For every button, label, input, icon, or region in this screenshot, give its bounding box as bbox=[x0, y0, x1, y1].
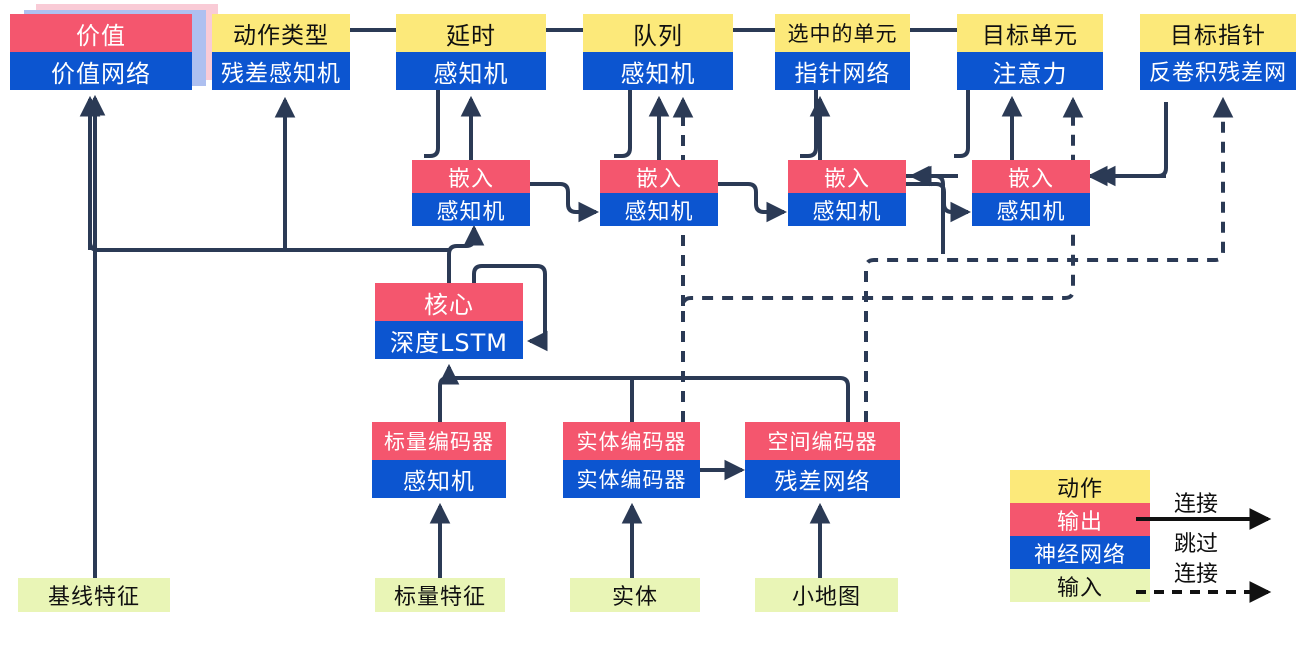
node-delay-action: 延时 bbox=[396, 14, 546, 52]
node-scalar-encoder[interactable]: 标量编码器 感知机 bbox=[372, 422, 506, 498]
node-queue-network: 感知机 bbox=[583, 52, 733, 90]
dashed-skip-edges bbox=[672, 96, 1234, 422]
legend-skip-label-line2: 连接 bbox=[1173, 562, 1219, 587]
legend-connection-label: 连接 bbox=[1173, 492, 1219, 517]
node-target-unit[interactable]: 目标单元 注意力 bbox=[957, 14, 1103, 90]
node-target-point-action: 目标指针 bbox=[1140, 14, 1296, 52]
node-target-unit-action: 目标单元 bbox=[957, 14, 1103, 52]
node-entity-encoder-bottom: 实体编码器 bbox=[563, 460, 700, 498]
node-embed-2[interactable]: 嵌入 感知机 bbox=[600, 160, 718, 226]
node-spatial-encoder[interactable]: 空间编码器 残差网络 bbox=[745, 422, 900, 498]
node-embed-4-top: 嵌入 bbox=[972, 160, 1090, 193]
node-selected-units-action: 选中的单元 bbox=[775, 14, 910, 52]
node-delay[interactable]: 延时 感知机 bbox=[396, 14, 546, 90]
node-queue[interactable]: 队列 感知机 bbox=[583, 14, 733, 90]
node-core[interactable]: 核心 深度LSTM bbox=[375, 283, 523, 359]
legend-swatch-output: 输出 bbox=[1010, 503, 1150, 536]
node-action-type-action: 动作类型 bbox=[212, 14, 350, 52]
node-value-action: 价值 bbox=[10, 14, 192, 52]
legend: 动作 输出 神经网络 输入 bbox=[1010, 470, 1150, 602]
node-embed-3-top: 嵌入 bbox=[788, 160, 906, 193]
node-value-network: 价值网络 bbox=[10, 52, 192, 90]
node-selected-units[interactable]: 选中的单元 指针网络 bbox=[775, 14, 910, 90]
node-core-bottom: 深度LSTM bbox=[375, 321, 523, 359]
node-embed-1[interactable]: 嵌入 感知机 bbox=[412, 160, 530, 226]
node-embed-1-bottom: 感知机 bbox=[412, 193, 530, 226]
legend-swatch-action: 动作 bbox=[1010, 470, 1150, 503]
legend-swatch-neural-network: 神经网络 bbox=[1010, 536, 1150, 569]
node-scalar-encoder-top: 标量编码器 bbox=[372, 422, 506, 460]
node-embed-2-top: 嵌入 bbox=[600, 160, 718, 193]
node-queue-action: 队列 bbox=[583, 14, 733, 52]
node-action-type-network: 残差感知机 bbox=[212, 52, 350, 90]
node-embed-3-bottom: 感知机 bbox=[788, 193, 906, 226]
node-embed-3[interactable]: 嵌入 感知机 bbox=[788, 160, 906, 226]
node-action-type[interactable]: 动作类型 残差感知机 bbox=[212, 14, 350, 90]
node-entity-encoder[interactable]: 实体编码器 实体编码器 bbox=[563, 422, 700, 498]
node-embed-4[interactable]: 嵌入 感知机 bbox=[972, 160, 1090, 226]
node-core-top: 核心 bbox=[375, 283, 523, 321]
node-target-unit-network: 注意力 bbox=[957, 52, 1103, 90]
node-delay-network: 感知机 bbox=[396, 52, 546, 90]
node-input-minimap[interactable]: 小地图 bbox=[755, 578, 898, 612]
node-spatial-encoder-top: 空间编码器 bbox=[745, 422, 900, 460]
node-target-point-network: 反卷积残差网 bbox=[1140, 52, 1296, 90]
node-embed-1-top: 嵌入 bbox=[412, 160, 530, 193]
node-value[interactable]: 价值 价值网络 bbox=[10, 14, 192, 90]
node-entity-encoder-top: 实体编码器 bbox=[563, 422, 700, 460]
node-target-point[interactable]: 目标指针 反卷积残差网 bbox=[1140, 14, 1296, 90]
node-input-entities[interactable]: 实体 bbox=[570, 578, 700, 612]
node-spatial-encoder-bottom: 残差网络 bbox=[745, 460, 900, 498]
legend-swatch-input: 输入 bbox=[1010, 569, 1150, 602]
node-scalar-encoder-bottom: 感知机 bbox=[372, 460, 506, 498]
legend-skip-label-line1: 跳过 bbox=[1173, 532, 1219, 557]
node-input-baseline-features[interactable]: 基线特征 bbox=[18, 578, 170, 612]
node-embed-4-bottom: 感知机 bbox=[972, 193, 1090, 226]
node-embed-2-bottom: 感知机 bbox=[600, 193, 718, 226]
node-selected-units-network: 指针网络 bbox=[775, 52, 910, 90]
node-input-scalar-features[interactable]: 标量特征 bbox=[375, 578, 505, 612]
